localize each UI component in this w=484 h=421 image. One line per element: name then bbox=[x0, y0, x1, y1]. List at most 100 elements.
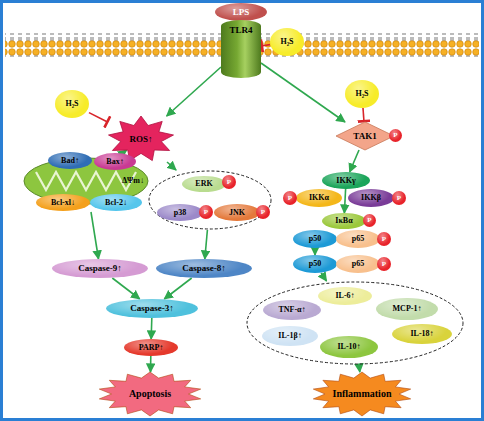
activation-arrow bbox=[321, 273, 326, 281]
node-label: Bax↑ bbox=[106, 158, 123, 166]
diamond-shape bbox=[336, 122, 394, 150]
node-label: Caspase-8↑ bbox=[182, 264, 226, 273]
activation-arrow bbox=[344, 189, 345, 213]
node-label: IKKγ bbox=[336, 177, 355, 185]
node-label: P bbox=[204, 209, 208, 216]
protein-oval: p65 bbox=[336, 255, 380, 273]
node-label: IL-18↑ bbox=[410, 330, 433, 338]
node-label: P bbox=[397, 195, 401, 202]
inhibitor-circle: H₂S bbox=[55, 90, 89, 118]
activation-arrow bbox=[261, 63, 345, 122]
phospho-circle: P bbox=[389, 129, 402, 142]
activation-arrow bbox=[150, 318, 152, 339]
node-label: MCP-1↑ bbox=[393, 305, 422, 313]
inhibition-line bbox=[89, 113, 108, 123]
node-label: Caspase-9↑ bbox=[78, 264, 122, 273]
activation-arrow bbox=[150, 356, 152, 372]
node-label: IL-6↑ bbox=[335, 292, 354, 300]
node-label: Caspase-3↑ bbox=[130, 304, 174, 313]
node-label: H₂S bbox=[65, 100, 78, 108]
node-label: IKKβ bbox=[361, 194, 381, 202]
inhibitor-circle: H₂S bbox=[270, 28, 304, 56]
phospho-circle: P bbox=[392, 191, 406, 205]
dashed-group bbox=[247, 282, 463, 364]
enzyme-oval: PARP↑ bbox=[124, 339, 178, 356]
node-label: P bbox=[382, 261, 386, 268]
protein-oval: p38 bbox=[157, 204, 203, 221]
node-label: H₂S bbox=[355, 90, 368, 98]
node-label: p50 bbox=[309, 260, 321, 268]
caspase-oval: Caspase-9↑ bbox=[52, 259, 148, 278]
activation-arrow bbox=[358, 365, 360, 372]
node-label: Inflammation bbox=[333, 389, 392, 399]
protein-oval: Bcl-2↓ bbox=[90, 194, 142, 211]
node-label: ΔΨm↓ bbox=[122, 177, 144, 185]
inhibitor-circle: H₂S bbox=[345, 80, 379, 108]
protein-oval: p50 bbox=[293, 255, 337, 273]
node-label: TAK1 bbox=[353, 132, 376, 141]
phospho-circle: P bbox=[377, 232, 391, 246]
caspase-oval: Caspase-3↑ bbox=[106, 299, 198, 318]
protein-oval: Bax↑ bbox=[94, 153, 136, 170]
protein-oval: Bcl-xl↓ bbox=[36, 194, 90, 211]
phospho-circle: P bbox=[199, 205, 213, 219]
outcome-burst: Apoptosis bbox=[98, 372, 202, 416]
activation-arrow bbox=[350, 150, 359, 172]
mito-cristae bbox=[36, 172, 136, 190]
inhibition-line bbox=[261, 45, 270, 46]
node-label: ROS↑ bbox=[129, 135, 152, 144]
node-label: IL-10↑ bbox=[337, 343, 360, 351]
activation-arrow bbox=[91, 212, 99, 259]
protein-oval: IKKβ bbox=[348, 189, 394, 207]
group-ellipse: ERKPp38PJNKP bbox=[148, 170, 272, 230]
protein-oval: IKKγ bbox=[322, 172, 370, 189]
caspase-oval: Caspase-8↑ bbox=[156, 259, 252, 278]
burst-shape bbox=[313, 372, 410, 416]
activation-arrow bbox=[164, 278, 191, 299]
node-label: ERK bbox=[195, 180, 212, 188]
protein-oval: ERK bbox=[182, 176, 226, 192]
node-label: p38 bbox=[174, 209, 186, 217]
node-label: IL-1β↑ bbox=[278, 332, 301, 340]
node-label: P bbox=[288, 195, 292, 202]
phospho-circle: P bbox=[363, 214, 376, 227]
outcome-burst: Inflammation bbox=[312, 372, 412, 416]
cytokine-oval: IL-10↑ bbox=[320, 336, 378, 358]
activation-arrow bbox=[167, 162, 176, 170]
cytokine-oval: MCP-1↑ bbox=[376, 298, 438, 320]
cytokine-oval: IL-6↑ bbox=[318, 287, 372, 305]
receptor-cylinder: TLR4 bbox=[221, 20, 261, 78]
phospho-circle: P bbox=[222, 175, 236, 189]
node-label: LPS bbox=[233, 8, 250, 17]
protein-oval: p50 bbox=[293, 230, 337, 248]
node-label: P bbox=[261, 209, 265, 216]
activation-arrow bbox=[112, 278, 139, 299]
node-label: P bbox=[393, 132, 397, 139]
node-label: Bcl-xl↓ bbox=[51, 199, 75, 207]
protein-oval: IκBα bbox=[322, 213, 366, 229]
dashed-group bbox=[149, 171, 271, 229]
inhibition-line bbox=[363, 108, 364, 122]
activation-arrow bbox=[167, 67, 221, 116]
activation-arrow bbox=[205, 230, 208, 259]
phospho-circle: P bbox=[256, 205, 270, 219]
mitochondrion: ΔΨm↓ Bad↑ Bax↑ Bcl-xl↓ Bcl-2↓ bbox=[18, 150, 154, 212]
node-label: p65 bbox=[352, 260, 364, 268]
protein-oval: p65 bbox=[336, 230, 380, 248]
node-label: H₂S bbox=[280, 38, 293, 46]
protein-oval: JNK bbox=[214, 204, 260, 221]
node-label: Bad↑ bbox=[61, 157, 79, 165]
node-label: IκBα bbox=[335, 217, 352, 225]
group-ellipse: TNF-α↑IL-6↑MCP-1↑IL-1β↑IL-18↑IL-10↑ bbox=[246, 281, 464, 365]
protein-oval: Bad↑ bbox=[48, 152, 92, 169]
node-label: P bbox=[382, 236, 386, 243]
node-label: P bbox=[367, 217, 371, 224]
node-label: IKKα bbox=[309, 194, 329, 202]
phospho-circle: P bbox=[283, 191, 297, 205]
ligand-oval: LPS bbox=[215, 3, 267, 21]
cytokine-oval: IL-18↑ bbox=[392, 324, 452, 344]
node-label: PARP↑ bbox=[139, 344, 164, 352]
phospho-circle: P bbox=[377, 257, 391, 271]
protein-oval: IKKα bbox=[296, 189, 342, 207]
